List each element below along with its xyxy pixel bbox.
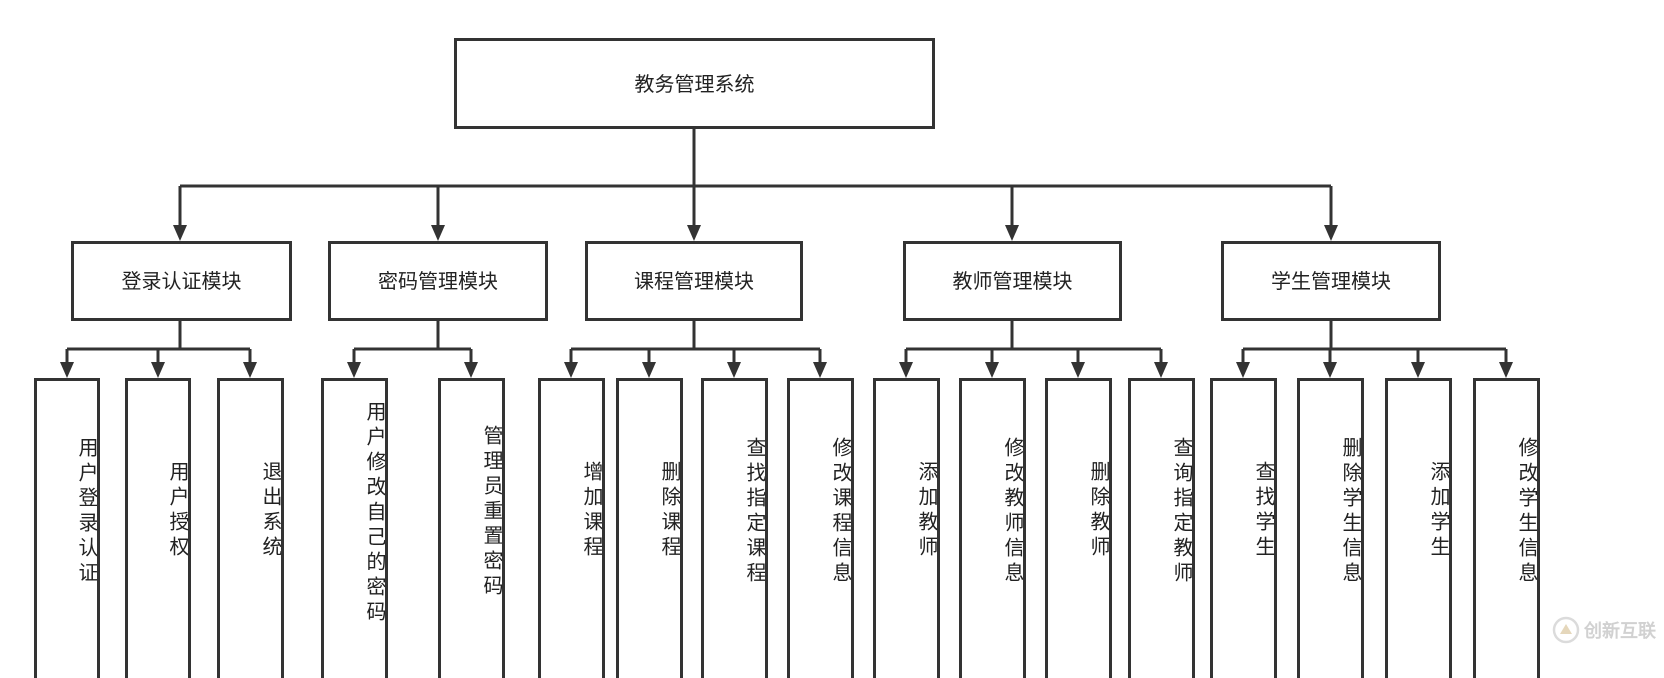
module-login: 登录认证模块 <box>71 241 292 321</box>
leaf-label: 添加教师 <box>915 461 939 561</box>
module-password-label: 密码管理模块 <box>378 269 498 293</box>
module-student-label: 学生管理模块 <box>1271 269 1391 293</box>
leaf-delete-student: 删除学生信息 <box>1297 378 1364 678</box>
leaf-admin-reset-password: 管理员重置密码 <box>438 378 505 678</box>
leaf-user-authorize: 用户授权 <box>125 378 191 678</box>
arrow-head-icon <box>1236 362 1250 378</box>
arrow-head-icon <box>1005 225 1019 241</box>
root-node-label: 教务管理系统 <box>634 71 755 96</box>
arrow-head-icon <box>1154 362 1168 378</box>
leaf-delete-course: 删除课程 <box>616 378 683 678</box>
leaf-add-course: 增加课程 <box>538 378 605 678</box>
root-node: 教务管理系统 <box>454 38 935 129</box>
arrow-head-icon <box>985 362 999 378</box>
watermark: 创新互联 <box>1552 616 1656 644</box>
leaf-label: 查询指定教师 <box>1170 437 1194 587</box>
arrow-head-icon <box>1071 362 1085 378</box>
watermark-text: 创新互联 <box>1584 621 1656 642</box>
arrow-head-icon <box>431 225 445 241</box>
arrow-head-icon <box>1411 362 1425 378</box>
module-student: 学生管理模块 <box>1221 241 1441 321</box>
org-chart: 教务管理系统 登录认证模块 密码管理模块 课程管理模块 教师管理模块 学生管理模… <box>34 38 1656 678</box>
watermark-logo-icon <box>1552 616 1580 644</box>
leaf-user-login-auth: 用户登录认证 <box>34 378 100 678</box>
arrow-head-icon <box>813 362 827 378</box>
arrow-head-icon <box>464 362 478 378</box>
leaf-logout: 退出系统 <box>217 378 284 678</box>
leaf-label: 用户修改自己的密码 <box>363 401 387 626</box>
leaf-label: 管理员重置密码 <box>480 425 504 600</box>
leaf-label: 删除课程 <box>658 461 682 561</box>
leaf-label: 修改学生信息 <box>1515 437 1539 587</box>
leaf-label: 查找指定课程 <box>743 437 767 587</box>
arrow-head-icon <box>564 362 578 378</box>
leaf-label: 修改课程信息 <box>829 437 853 587</box>
leaf-label: 查找学生 <box>1252 461 1276 561</box>
arrow-head-icon <box>1323 362 1337 378</box>
module-password: 密码管理模块 <box>328 241 548 321</box>
leaf-label: 用户登录认证 <box>75 437 99 587</box>
leaf-label: 修改教师信息 <box>1001 437 1025 587</box>
arrow-head-icon <box>151 362 165 378</box>
leaf-modify-course: 修改课程信息 <box>787 378 854 678</box>
arrow-head-icon <box>243 362 257 378</box>
module-teacher: 教师管理模块 <box>903 241 1122 321</box>
arrow-head-icon <box>1499 362 1513 378</box>
leaf-label: 添加学生 <box>1427 461 1451 561</box>
leaf-delete-teacher: 删除教师 <box>1045 378 1112 678</box>
leaf-modify-teacher: 修改教师信息 <box>959 378 1026 678</box>
arrow-head-icon <box>1324 225 1338 241</box>
arrow-head-icon <box>60 362 74 378</box>
leaf-change-own-password: 用户修改自己的密码 <box>321 378 388 678</box>
leaf-label: 退出系统 <box>259 461 283 561</box>
module-teacher-label: 教师管理模块 <box>952 269 1073 293</box>
leaf-add-student: 添加学生 <box>1385 378 1452 678</box>
arrow-head-icon <box>727 362 741 378</box>
arrow-head-icon <box>899 362 913 378</box>
leaf-label: 删除教师 <box>1087 461 1111 561</box>
arrow-head-icon <box>687 225 701 241</box>
leaf-label: 增加课程 <box>580 461 604 561</box>
module-course: 课程管理模块 <box>585 241 803 321</box>
leaf-label: 用户授权 <box>166 461 190 561</box>
connector-lines <box>60 129 1513 378</box>
arrow-head-icon <box>347 362 361 378</box>
leaf-find-course: 查找指定课程 <box>701 378 768 678</box>
arrow-head-icon <box>173 225 187 241</box>
leaf-query-teacher: 查询指定教师 <box>1128 378 1195 678</box>
leaf-modify-student: 修改学生信息 <box>1473 378 1540 678</box>
module-course-label: 课程管理模块 <box>634 269 754 293</box>
leaf-find-student: 查找学生 <box>1210 378 1277 678</box>
leaf-add-teacher: 添加教师 <box>873 378 940 678</box>
leaf-label: 删除学生信息 <box>1339 437 1363 587</box>
arrow-head-icon <box>642 362 656 378</box>
module-login-label: 登录认证模块 <box>121 269 242 293</box>
